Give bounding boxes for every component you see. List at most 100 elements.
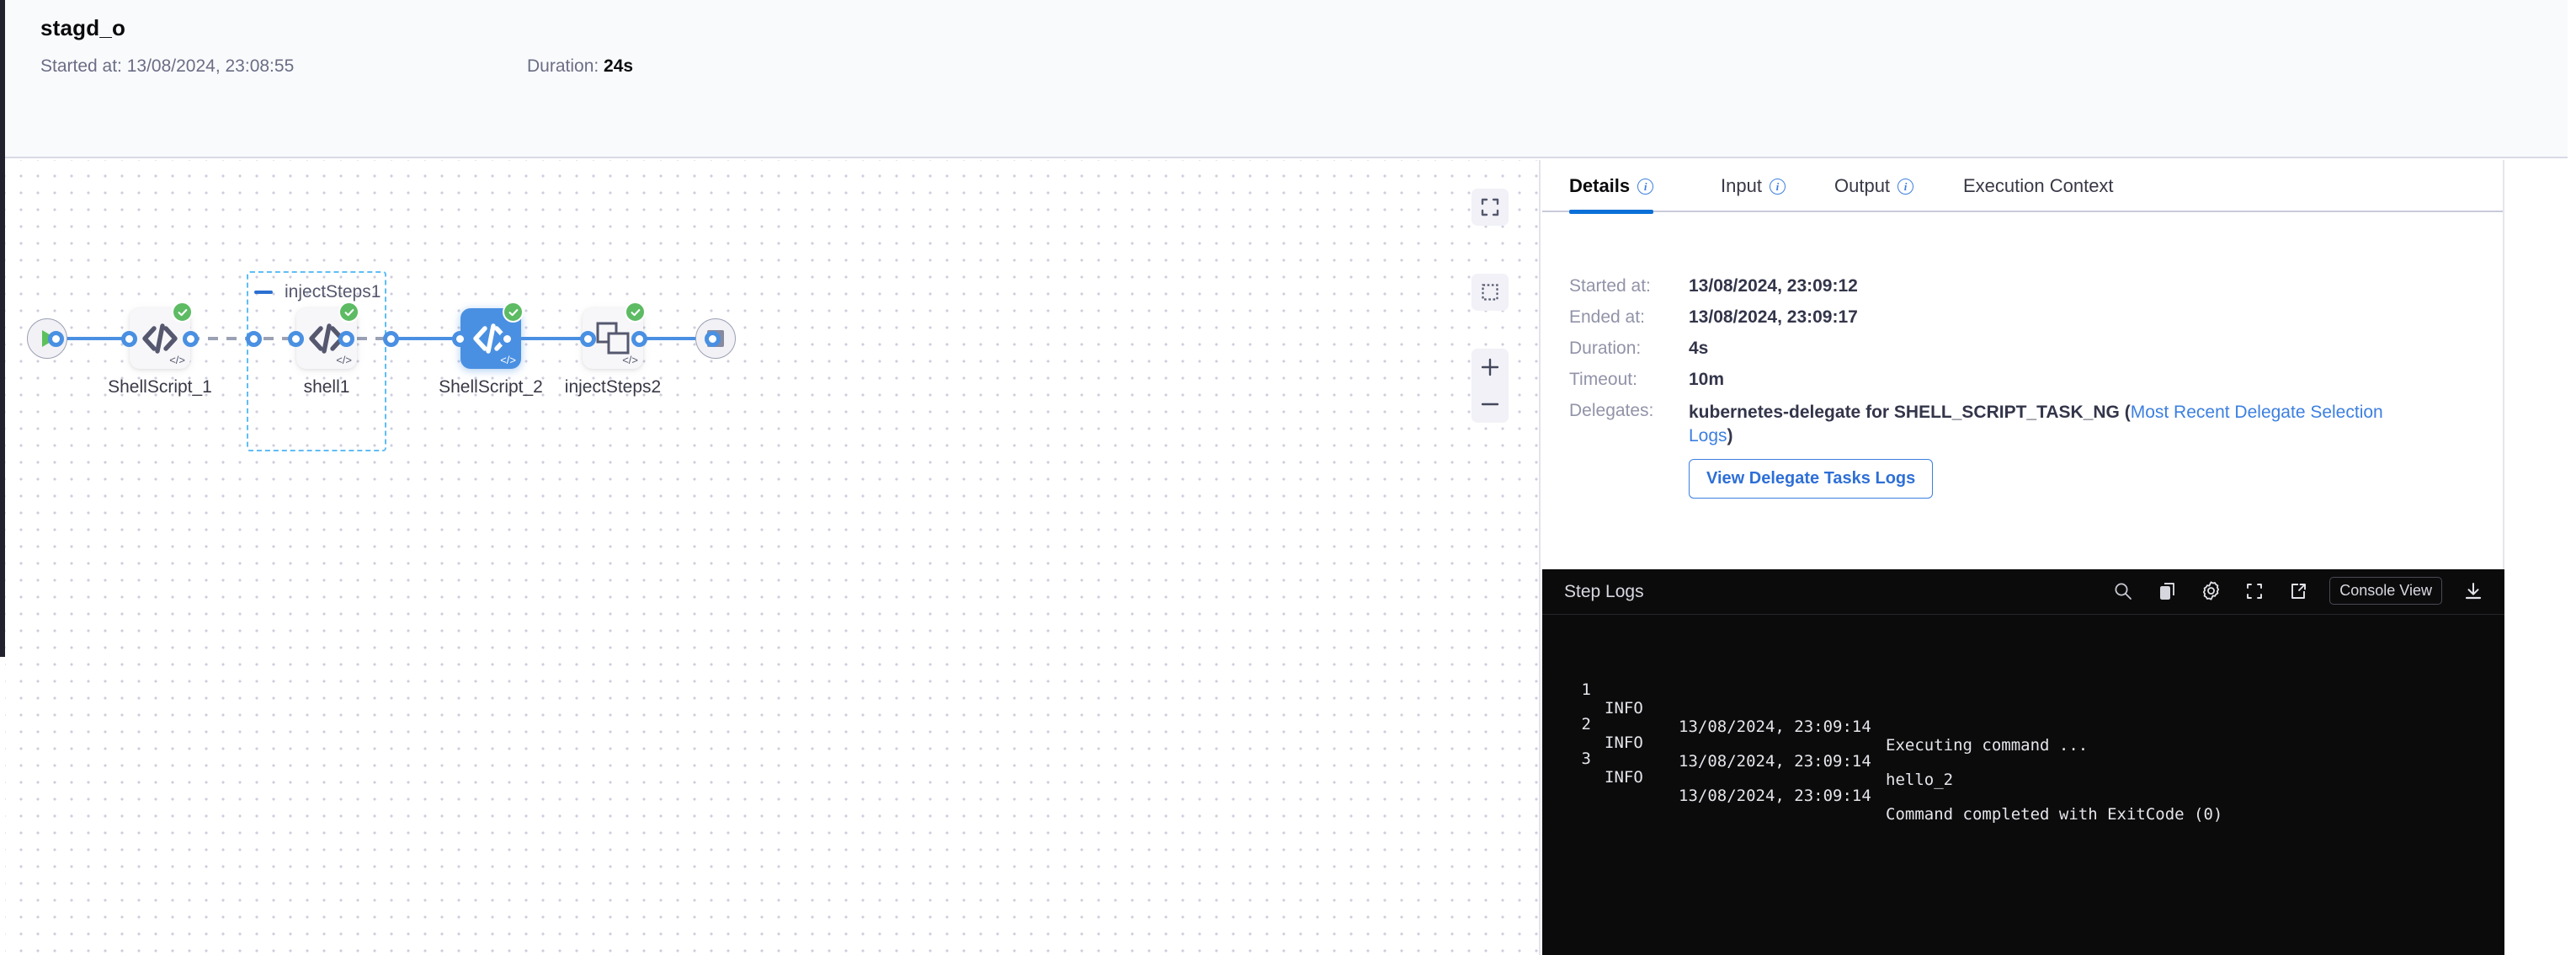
step-logs-title: Step Logs [1564,582,1644,601]
zoom-out-button[interactable] [1472,386,1509,423]
port-shell1-in [288,331,304,347]
edge-shell1-to-groupexit [338,337,391,340]
log-level: INFO [1605,734,1643,752]
search-icon [2115,583,2132,600]
selection-box-button[interactable] [1472,274,1509,311]
log-level: INFO [1605,699,1643,718]
step-logs-panel: Step Logs [1542,569,2504,955]
step-label-shellscript2: ShellScript_2 [439,377,543,397]
port-shell1-out [338,331,354,347]
step-label-shell1: shell1 [303,377,350,397]
log-timestamp: 13/08/2024, 23:09:14 [1679,718,1871,736]
pipeline-canvas[interactable]: injectSteps1 </> ShellScript_1 [5,160,1541,955]
info-icon[interactable]: i [1637,178,1654,195]
code-step-type-icon: </> [622,354,638,366]
download-button[interactable] [2461,579,2486,604]
status-badge-success-shell1 [338,301,359,323]
step-group-injectsteps1[interactable] [247,271,386,451]
step-label-injectsteps2: injectSteps2 [564,377,662,397]
info-icon[interactable]: i [1897,178,1914,195]
delegates-tail: ) [1727,425,1733,445]
zoom-in-button[interactable] [1472,349,1509,386]
log-timestamp: 13/08/2024, 23:09:14 [1679,787,1871,805]
ended-at-label: Ended at: [1569,307,1645,327]
started-at-value: 13/08/2024, 23:08:55 [126,56,295,76]
log-message: Command completed with ExitCode (0) [1886,805,2223,824]
port-shellscript2-out [499,331,515,347]
tab-details-label: Details [1569,175,1631,196]
info-icon[interactable]: i [1769,178,1786,195]
view-delegate-tasks-logs-button[interactable]: View Delegate Tasks Logs [1689,459,1934,499]
details-tabs: Details i Input i Output i Execution Con… [1542,160,2504,214]
status-badge-success-injectsteps2 [625,301,646,323]
timeout-value: 10m [1689,370,1725,389]
port-group-out [383,331,399,347]
duration-value: 24s [604,56,634,76]
selection-box-icon [1482,284,1498,301]
execution-header: stagd_o Started at: 13/08/2024, 23:08:55… [5,0,2568,158]
fullscreen-button[interactable] [2242,579,2267,604]
started-at-label: Started at: [1569,276,1651,296]
console-view-button[interactable]: Console View [2329,577,2442,605]
fit-to-screen-icon [1481,198,1499,216]
log-line[interactable]: 1 INFO 13/08/2024, 23:09:14 Executing co… [1542,662,2089,755]
stacked-squares-icon [596,322,630,355]
fit-to-screen-button[interactable] [1472,189,1509,226]
step-label-shellscript1: ShellScript_1 [108,377,212,397]
step-group-header[interactable]: injectSteps1 [254,282,381,302]
tab-details[interactable]: Details i [1569,160,1654,214]
port-group-in [246,331,262,347]
delegates-value: kubernetes-delegate for SHELL_SCRIPT_TAS… [1689,401,2430,447]
minus-icon[interactable] [254,291,273,294]
edge-shellscript1-to-shell1 [171,337,295,340]
delegate-selection-logs-link[interactable]: Most Recent Delegate Selection Logs [1689,403,2383,445]
port-shellscript1-out [183,331,199,347]
duration-label: Duration: [1569,339,1642,358]
fullscreen-icon [2247,583,2263,599]
external-link-icon [2291,583,2307,599]
copy-button[interactable] [2154,579,2179,604]
duration-value: 4s [1689,339,1709,358]
edge-group-to-shellscript2 [391,337,460,340]
tab-input-label: Input [1721,175,1762,196]
step-logs-toolbar: Step Logs [1542,569,2504,615]
code-step-type-icon: </> [169,354,185,366]
download-icon [2465,582,2482,599]
log-timestamp: 13/08/2024, 23:09:14 [1679,752,1871,771]
minus-icon [1481,403,1499,406]
search-button[interactable] [2110,579,2136,604]
copy-icon [2160,582,2175,600]
duration-meta: Duration: 24s [527,56,633,77]
open-external-button[interactable] [2286,579,2311,604]
status-badge-success-shellscript1 [172,301,193,323]
log-message: hello_2 [1886,771,1954,789]
tab-output[interactable]: Output i [1834,160,1914,212]
tab-execution-context-label: Execution Context [1963,175,2114,196]
code-step-type-icon: </> [336,354,352,366]
plus-icon [1481,358,1499,376]
log-line-number: 1 [1581,680,1591,699]
code-icon [142,323,178,354]
tab-input[interactable]: Input i [1721,160,1786,212]
tab-output-label: Output [1834,175,1891,196]
gear-icon [2202,581,2219,600]
port-start-out [48,331,64,347]
log-line-number: 3 [1581,750,1591,768]
started-at-value: 13/08/2024, 23:09:12 [1689,276,1858,296]
started-at-meta: Started at: 13/08/2024, 23:08:55 [40,56,294,77]
delegates-label: Delegates: [1569,401,1654,420]
delegates-text: kubernetes-delegate for SHELL_SCRIPT_TAS… [1689,403,2131,422]
port-injectsteps2-in [580,331,596,347]
left-nav-rail [0,0,5,657]
port-shellscript2-in [452,331,468,347]
log-line[interactable]: 2 INFO 13/08/2024, 23:09:14 hello_2 [1542,696,1954,789]
ended-at-value: 13/08/2024, 23:09:17 [1689,307,1858,327]
page-title: stagd_o [40,15,126,40]
timeout-label: Timeout: [1569,370,1637,389]
started-at-label: Started at: [40,56,127,76]
tab-execution-context[interactable]: Execution Context [1963,160,2114,212]
status-badge-success-shellscript2 [503,301,524,323]
settings-button[interactable] [2198,579,2223,604]
log-line[interactable]: 3 INFO 13/08/2024, 23:09:14 Command comp… [1542,731,2223,824]
